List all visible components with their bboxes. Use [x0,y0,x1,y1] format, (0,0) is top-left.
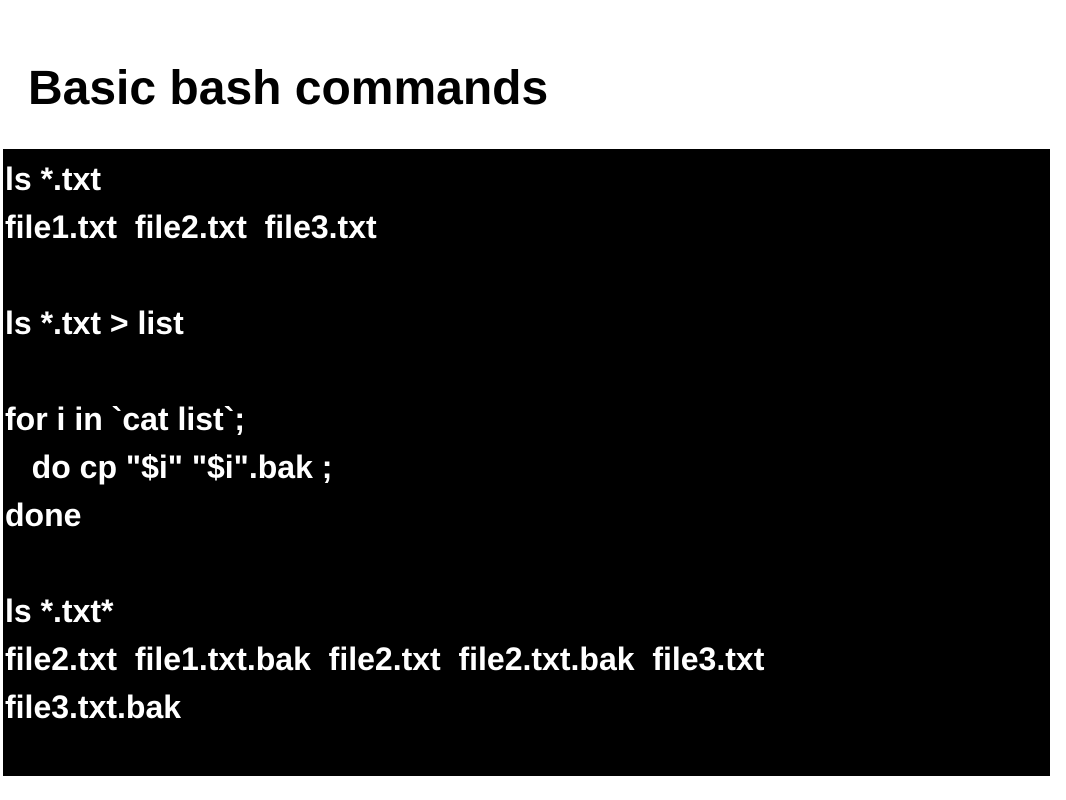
terminal-line-blank [5,251,1050,299]
terminal-output-block: ls *.txt file1.txt file2.txt file3.txt l… [3,149,1050,776]
terminal-line-output: file1.txt file2.txt file3.txt [5,209,377,245]
terminal-line-command-ls-glob: ls *.txt* [5,593,114,629]
terminal-line-done: done [5,497,82,533]
terminal-line-command-ls: ls *.txt [5,161,102,197]
terminal-line-blank [5,539,1050,587]
terminal-line-for-loop: for i in `cat list`; [5,401,245,437]
terminal-line-loop-body: do cp "$i" "$i".bak ; [5,449,333,485]
terminal-line-command-redirect: ls *.txt > list [5,305,184,341]
terminal-line-output: file3.txt.bak [5,689,182,725]
slide-title: Basic bash commands [28,62,549,115]
terminal-line-blank [5,347,1050,395]
terminal-line-output: file2.txt file1.txt.bak file2.txt file2.… [5,641,765,677]
